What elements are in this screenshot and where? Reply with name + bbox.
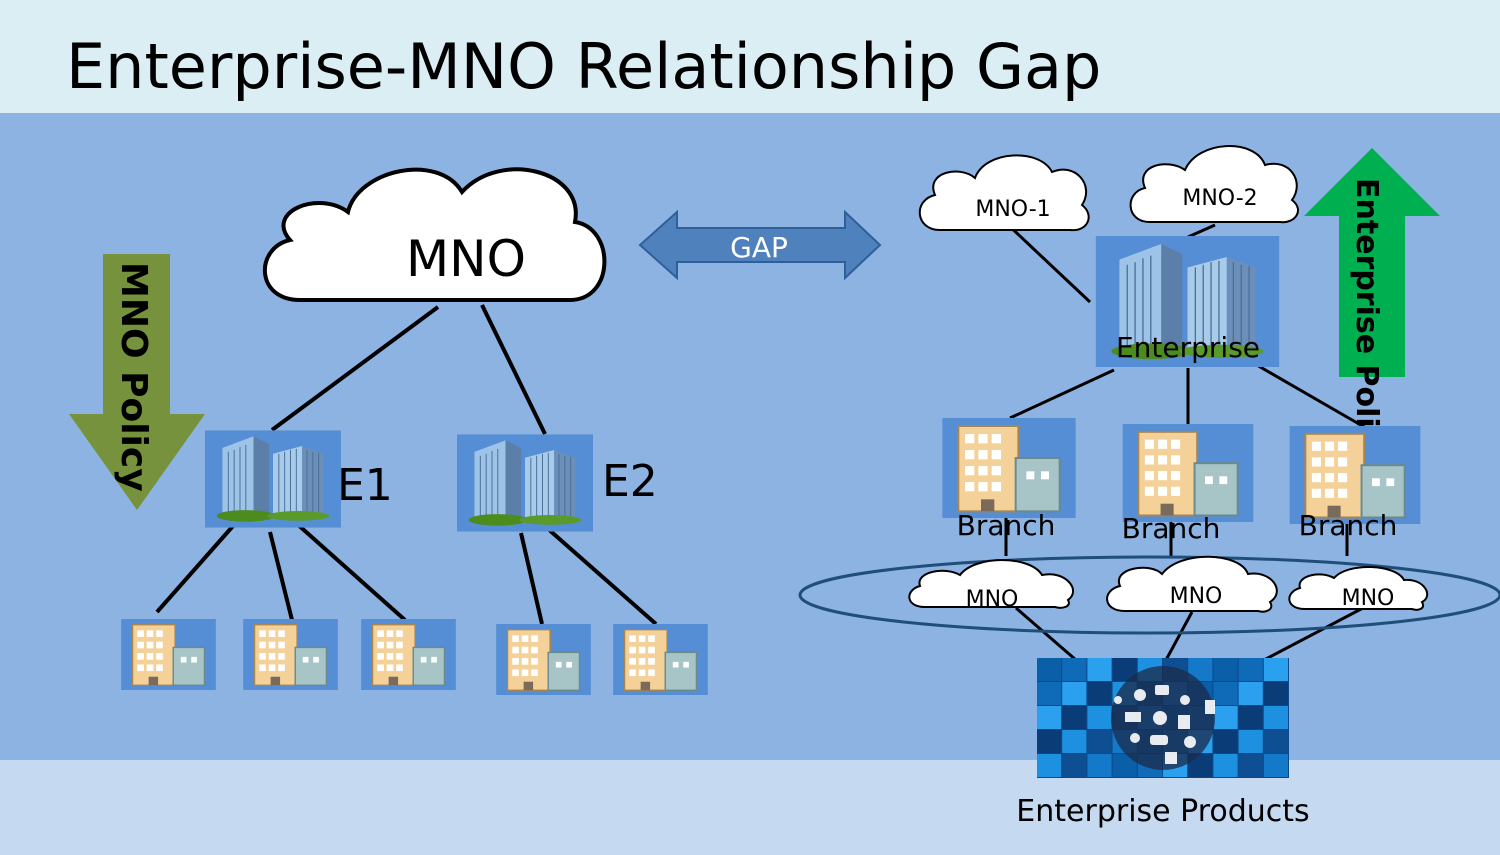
products-tile [1188, 658, 1213, 681]
title-bar [0, 0, 1500, 113]
branch-mno-label: MNO [1170, 584, 1223, 609]
products-tile [1037, 658, 1062, 681]
products-tile [1213, 682, 1238, 705]
enterprise-products-label: Enterprise Products [1016, 794, 1309, 829]
products-tile [1062, 682, 1087, 705]
slide-title: Enterprise-MNO Relationship Gap [66, 30, 1102, 103]
products-tile [1263, 658, 1288, 681]
enterprise-policy-label: Enterprise Policy [1349, 178, 1384, 465]
products-tile [1087, 658, 1112, 681]
branch-label: Branch [1299, 509, 1398, 542]
products-tile [1188, 754, 1213, 777]
products-tile [1087, 754, 1112, 777]
products-tile [1238, 682, 1263, 705]
gap-label: GAP [730, 231, 788, 264]
e2-label: E2 [602, 456, 658, 507]
e2-building-icon [457, 433, 593, 533]
e1-label: E1 [337, 460, 393, 511]
branch-mno-cloud: MNO [908, 559, 1075, 612]
branch-mno-cloud: MNO [1106, 555, 1278, 613]
mno-group-ellipse [798, 555, 1500, 635]
enterprise-products-image [1037, 658, 1289, 778]
branch-office-icon [613, 624, 708, 695]
mno-2-cloud: MNO-2 [1129, 145, 1299, 224]
products-tile [1238, 754, 1263, 777]
products-tile [1263, 730, 1288, 753]
branch-label: Branch [1122, 512, 1221, 545]
right-connectors [1003, 220, 1367, 662]
products-tile [1037, 730, 1062, 753]
products-tile [1238, 658, 1263, 681]
products-tile [1213, 754, 1238, 777]
products-tile [1087, 682, 1112, 705]
products-tile [1087, 706, 1112, 729]
products-tile [1213, 706, 1238, 729]
branch-office-icon [361, 619, 456, 690]
products-tile [1087, 730, 1112, 753]
products-tile [1062, 706, 1087, 729]
branch-office-icon [121, 619, 216, 690]
mno-1-cloud: MNO-1 [918, 154, 1090, 232]
branch-building-icon [1121, 424, 1255, 522]
products-tile [1062, 754, 1087, 777]
gap-arrow: GAP [638, 209, 882, 281]
products-tile [1062, 730, 1087, 753]
branch-label: Branch [957, 509, 1056, 542]
products-tile [1238, 730, 1263, 753]
branch-office-icon [243, 619, 338, 690]
enterprise-label: Enterprise [1116, 331, 1260, 364]
products-tile [1263, 706, 1288, 729]
products-tile [1213, 730, 1238, 753]
products-tile [1263, 754, 1288, 777]
branch-mno-label: MNO [966, 587, 1019, 612]
products-tile [1037, 754, 1062, 777]
products-tile [1062, 658, 1087, 681]
branch-mno-cloud: MNO [1288, 566, 1429, 611]
left-connectors [155, 304, 658, 626]
mno-policy-arrow: MNO Policy [69, 254, 205, 510]
mno-policy-label: MNO Policy [113, 262, 154, 492]
mno-cloud: MNO [263, 167, 607, 302]
branch-building-icon [941, 418, 1077, 518]
mno-cloud-label: MNO [406, 230, 526, 288]
products-tile [1037, 706, 1062, 729]
enterprise-policy-arrow: Enterprise Policy [1304, 148, 1440, 465]
mno-1-label: MNO-1 [975, 197, 1050, 222]
mno-2-label: MNO-2 [1182, 186, 1257, 211]
branch-mno-label: MNO [1342, 586, 1395, 611]
products-tile [1213, 658, 1238, 681]
products-tile [1263, 682, 1288, 705]
e1-building-icon [205, 429, 341, 529]
products-tile [1112, 754, 1137, 777]
branch-office-icon [496, 624, 591, 695]
products-tile [1037, 682, 1062, 705]
products-tile [1238, 706, 1263, 729]
products-tile [1112, 658, 1137, 681]
